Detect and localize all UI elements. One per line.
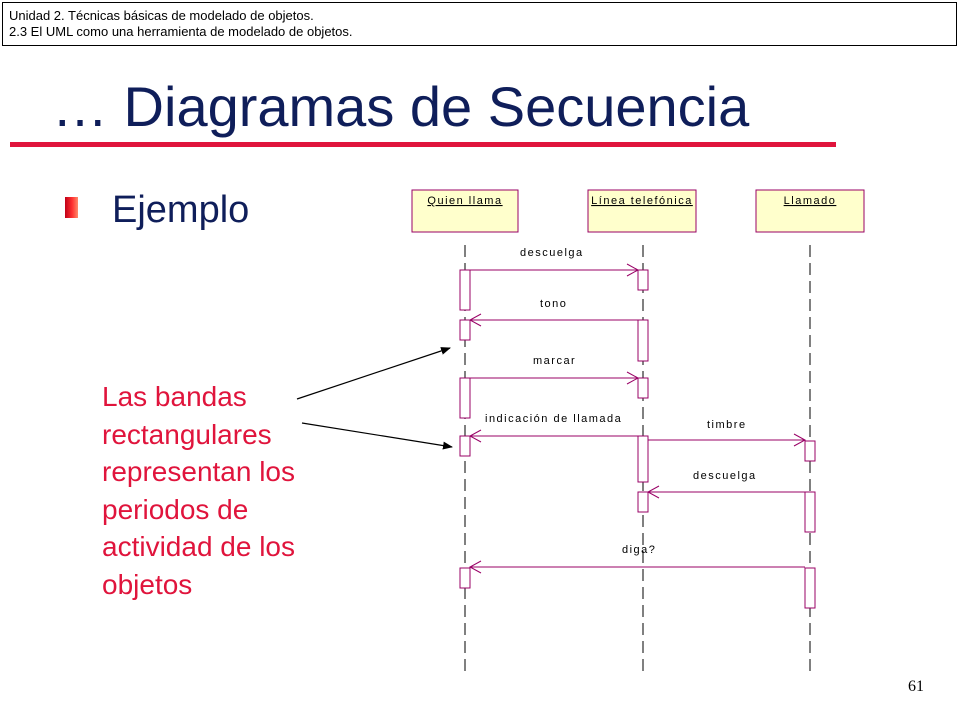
message-arrow bbox=[468, 313, 638, 327]
activation-bar bbox=[804, 491, 816, 533]
activation-bar bbox=[459, 435, 471, 457]
annotation-text: Las bandas rectangulares representan los… bbox=[102, 378, 342, 603]
activation-bar bbox=[459, 269, 471, 311]
slide-number: 61 bbox=[908, 678, 924, 695]
activation-bar bbox=[637, 269, 649, 291]
activation-bar bbox=[459, 319, 471, 341]
message-arrow bbox=[468, 560, 805, 574]
message-label: diga? bbox=[622, 544, 656, 556]
message-arrow bbox=[470, 263, 640, 277]
activation-bar bbox=[804, 440, 816, 462]
message-label: tono bbox=[540, 298, 567, 310]
message-label: timbre bbox=[707, 419, 747, 431]
annotation-line: rectangulares bbox=[102, 418, 272, 450]
message-arrow bbox=[470, 371, 640, 385]
annotation-line: representan los bbox=[102, 456, 296, 487]
message-label: descuelga bbox=[520, 247, 584, 259]
object-label: Llamado bbox=[784, 195, 837, 207]
annotation-arrow bbox=[301, 422, 453, 450]
annotation-line: periodos de bbox=[102, 493, 249, 525]
header-section-line: 2.3 El UML como una herramienta de model… bbox=[9, 24, 353, 39]
header-unit-line: Unidad 2. Técnicas básicas de modelado d… bbox=[9, 8, 314, 23]
bullet-square-icon bbox=[65, 197, 78, 218]
annotation-line: objetos bbox=[102, 568, 193, 600]
slide-title: … Diagramas de Secuencia bbox=[52, 75, 750, 138]
object-label: Quien llama bbox=[427, 195, 502, 207]
title-underline bbox=[10, 142, 836, 147]
activation-bar bbox=[804, 567, 816, 609]
activation-bar bbox=[459, 377, 471, 419]
object-llamado: Llamado bbox=[755, 189, 865, 233]
bullet-text: Ejemplo bbox=[112, 189, 250, 231]
activation-bar bbox=[637, 491, 649, 513]
annotation-arrow bbox=[296, 347, 451, 400]
object-label: Línea telefónica bbox=[591, 195, 693, 207]
message-label: indicación de llamada bbox=[485, 413, 622, 425]
activation-bar bbox=[637, 319, 649, 362]
message-arrow bbox=[646, 485, 805, 499]
activation-bar bbox=[459, 567, 471, 589]
activation-bar bbox=[637, 435, 649, 483]
message-arrow bbox=[468, 429, 638, 443]
message-label: descuelga bbox=[693, 470, 757, 482]
annotation-line: actividad de los bbox=[102, 531, 296, 562]
activation-bar bbox=[637, 377, 649, 399]
message-label: marcar bbox=[533, 355, 576, 367]
annotation-line: Las bandas bbox=[102, 381, 247, 412]
header-box: Unidad 2. Técnicas básicas de modelado d… bbox=[2, 2, 957, 46]
object-quien-llama: Quien llama bbox=[411, 189, 519, 233]
message-arrow bbox=[648, 433, 807, 447]
object-linea-telefonica: Línea telefónica bbox=[587, 189, 697, 233]
